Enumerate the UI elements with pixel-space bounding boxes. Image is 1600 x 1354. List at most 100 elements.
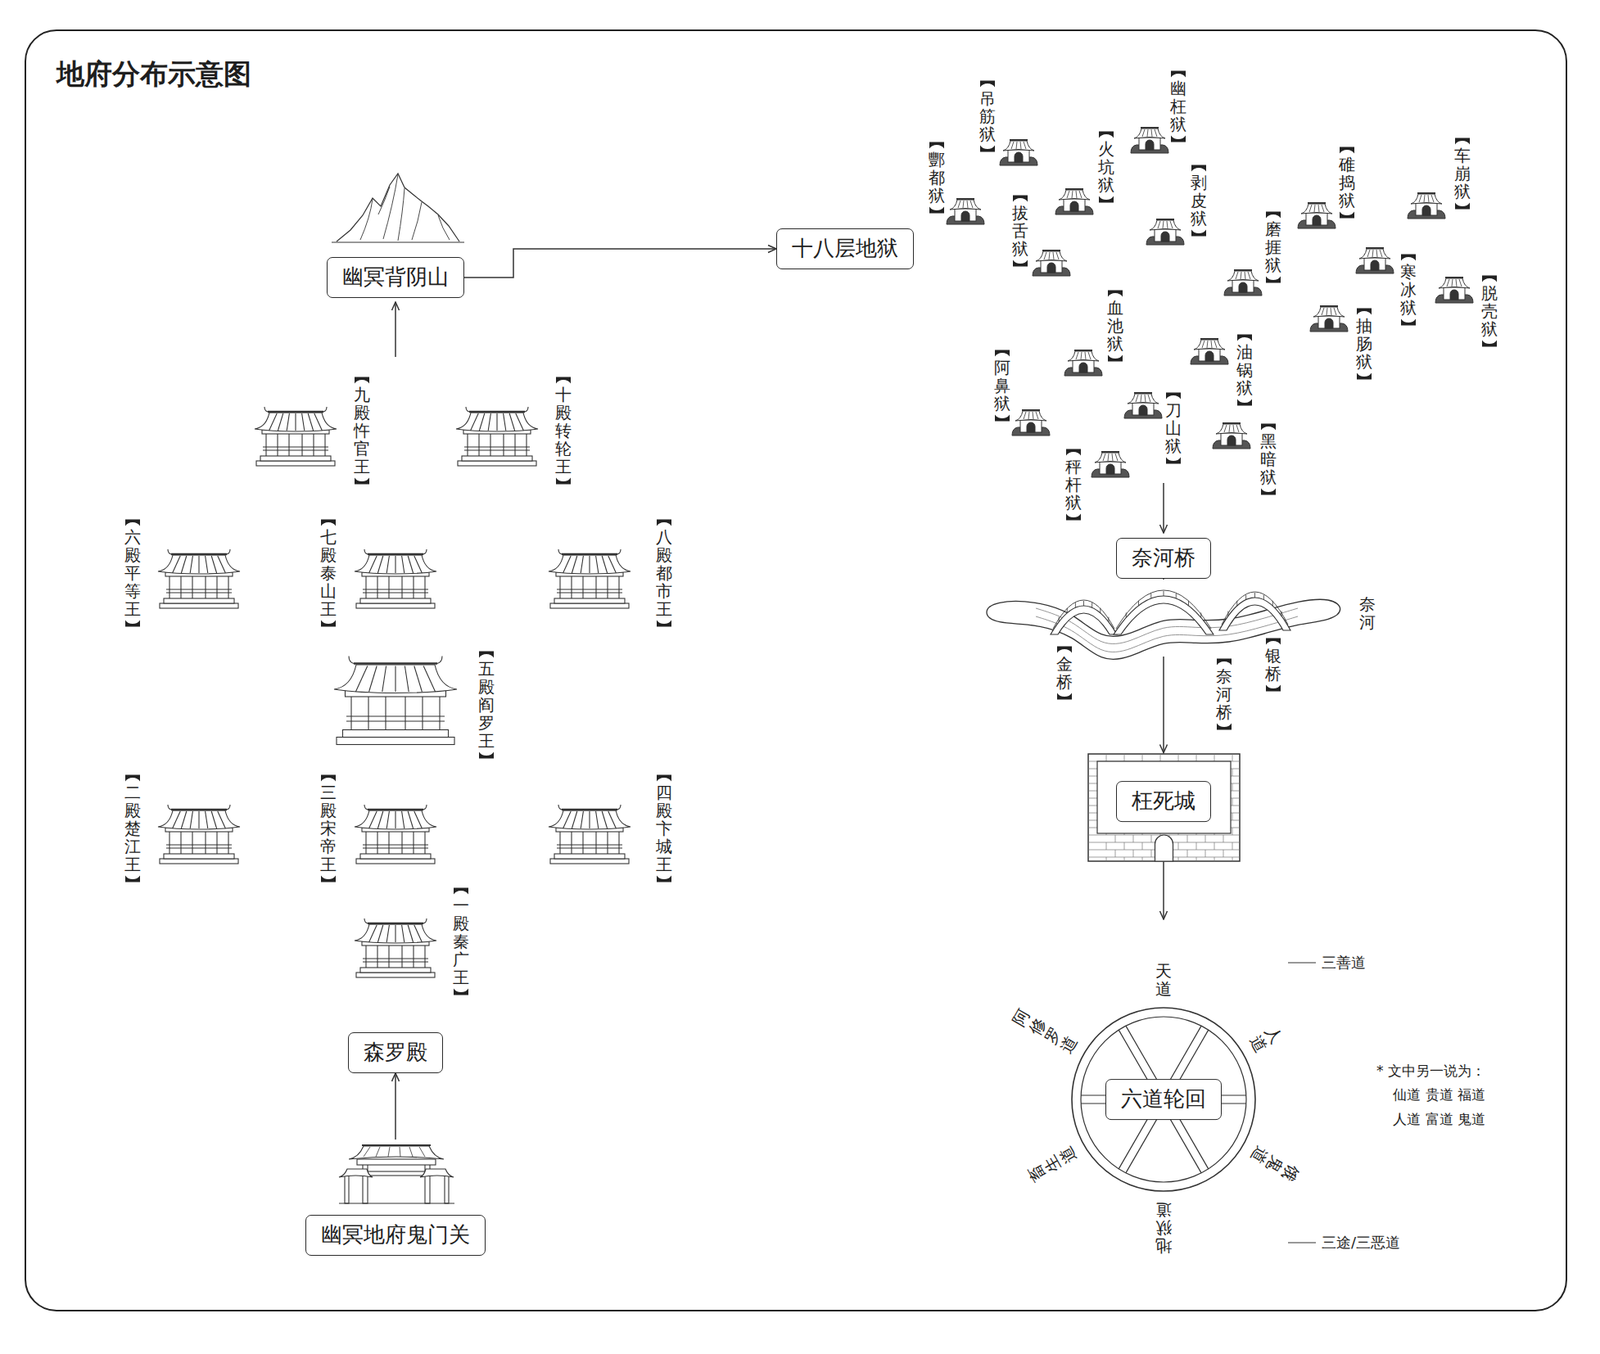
hell-roof [949,199,981,210]
hall-railing [346,715,445,717]
hall-ridge-curl [226,804,231,810]
footnote: * 文中另一说为： [1376,1062,1486,1081]
hall-name: 七殿泰山王 [320,528,337,619]
hall-roof-tile [294,413,296,431]
hall-roof-tile [563,811,572,829]
hell-door [1205,351,1214,362]
bracket-shape [1107,355,1123,362]
bracket [979,80,996,88]
hell-roof-tile [1372,249,1374,258]
hell-door [1145,140,1154,150]
hall-base [360,967,431,973]
hall-icon [548,804,631,864]
hell-roof-tile [1075,190,1077,199]
hell-door [1422,205,1431,216]
frame [25,30,1567,1311]
bracket-shape [1339,212,1355,219]
hell-roof-tile [1247,271,1251,280]
hell-roof-tile [962,200,964,208]
node-label-box: 六道轮回 [1105,1079,1222,1121]
bracket [1165,392,1182,400]
hall-pillar [216,576,217,599]
hell-name-group: 火坑狱 [1098,129,1115,205]
hall-roof-tile [377,811,383,829]
bracket-shape [1057,693,1072,701]
hell-icon [1297,203,1336,229]
bracket-shape [1012,260,1028,267]
hell-roof-tile [1330,307,1332,316]
wall-brick [1195,842,1197,850]
hell-door [1312,215,1321,226]
bracket [555,477,572,485]
hall-pillar [301,433,303,457]
wall-brick [1177,857,1179,862]
bracket-shape [1237,334,1252,342]
bracket-shape [1482,275,1497,283]
hell-roof-tile [1102,453,1106,462]
hall-base [360,854,431,859]
hall-pillar [438,696,440,731]
hall-base [461,456,533,462]
wall-brick [1231,842,1233,850]
hell-door [1138,405,1148,416]
hall-pillar [489,433,491,457]
hall-base [260,456,331,462]
hall-ridge-curl [348,656,354,665]
hall-ridge-curl [364,918,368,924]
bracket [1265,275,1282,284]
bracket [1065,448,1082,457]
bracket-shape [1098,196,1114,204]
bracket [1454,202,1471,210]
hall-roof-tile [189,555,193,574]
bracket [353,376,371,385]
footnote: 人道 富道 鬼道 [1392,1111,1486,1129]
hall-pillar [168,576,170,599]
hell-name: 车崩狱 [1454,146,1471,201]
hell-wall [1138,137,1161,150]
bracket [1012,194,1029,203]
hell-roof-tile [1431,194,1434,203]
wall-brick [1114,835,1116,843]
hell-roof-tile [1053,252,1054,260]
hall-ridge-curl [226,549,231,555]
bracket [1454,137,1471,145]
hell-wall [954,208,977,222]
hall-pillar [582,576,584,599]
hall-roof-tile [369,811,378,829]
gate-icon [335,1139,459,1216]
hall-roof-tile [369,555,378,574]
gate-side-roof [420,1169,454,1178]
hell-roof-tile [1023,411,1026,420]
bridge-post [1163,591,1165,597]
bracket [1236,398,1253,407]
wall-brick [1222,835,1224,843]
hell-icon [1407,193,1446,219]
bracket-shape [320,775,336,782]
hall-pillar [388,831,389,855]
hall-railing [166,588,232,590]
wall-brick [1150,835,1152,843]
hell-name-group: 吊筋狱 [979,78,996,154]
hall-roof-tile [580,811,584,829]
gate-ground [338,1202,455,1204]
hall-railing [556,844,623,846]
hall-roof-tile [302,413,305,431]
hell-roof-tile [1224,424,1227,433]
hall-pillar [582,831,584,855]
hall-ridge [367,809,424,811]
hall-roof-tile [608,811,617,829]
hall-pillar [376,576,378,599]
hall-base [256,461,335,466]
hell-door [1070,201,1079,212]
hell-wall [1020,420,1042,433]
bracket [1098,195,1115,204]
hell-door [1106,464,1115,475]
bracket [1260,423,1277,431]
bracket [1355,307,1373,316]
hall-pillar [412,945,414,968]
hall-roof-tile [596,555,599,574]
path-name: 阿修罗道 [1008,1005,1080,1056]
hell-roof-tile [1455,279,1457,287]
hell-roof-tile [1044,252,1047,260]
hall-roof-tile [423,666,435,693]
